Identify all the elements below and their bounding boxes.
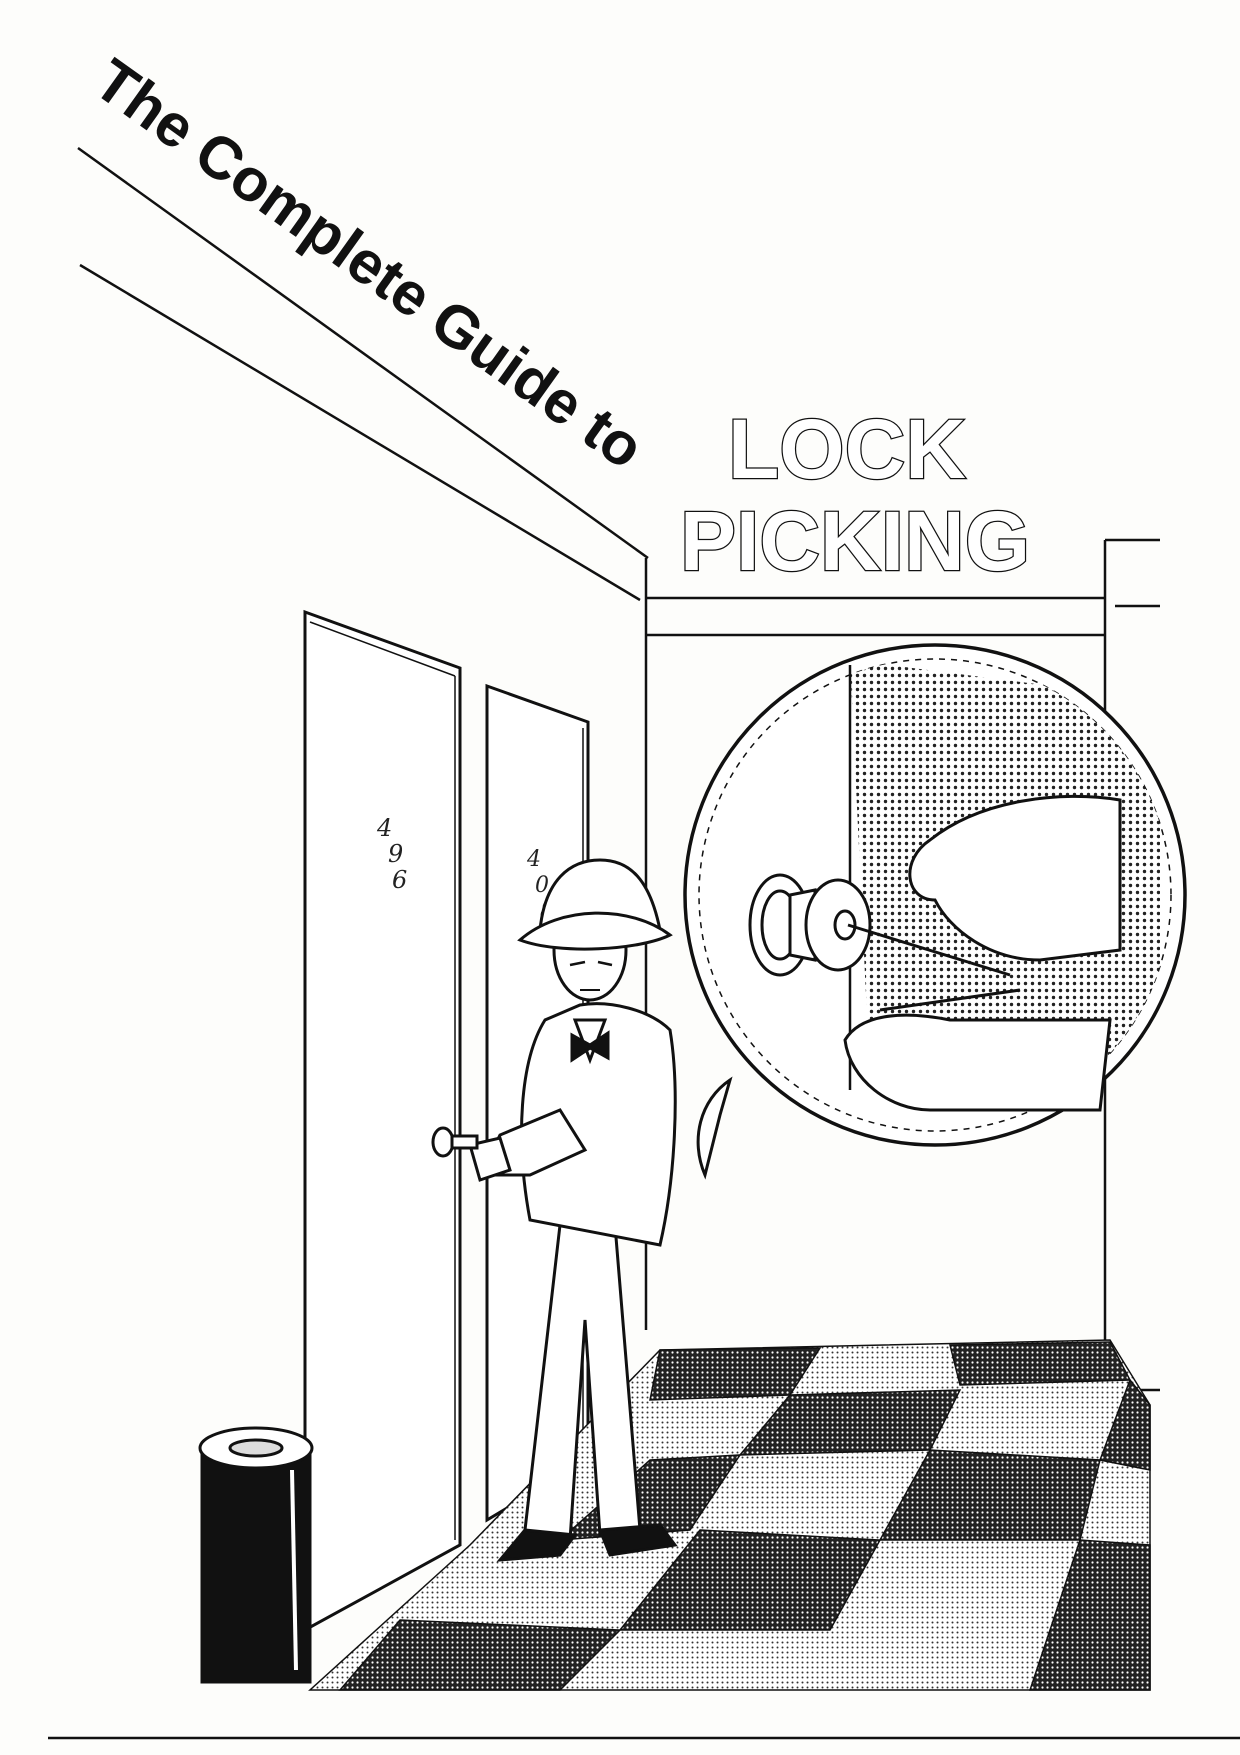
svg-text:4: 4	[376, 814, 392, 842]
ashtray-stand-icon	[198, 1426, 314, 1684]
checkered-floor	[308, 1339, 1151, 1691]
svg-text:9: 9	[388, 840, 403, 868]
door-left	[303, 609, 462, 1633]
svg-text:6: 6	[392, 866, 407, 894]
title-prefix: The Complete Guide to	[82, 46, 656, 482]
title-prefix-text: The Complete Guide to	[82, 46, 656, 482]
person-figure-icon	[431, 858, 678, 1562]
lock-closeup-bubble	[683, 643, 1187, 1180]
door-knob-icon	[748, 873, 872, 977]
title-line-picking: PICKING	[680, 494, 1030, 588]
door-left-number: 4 9 6	[376, 814, 407, 894]
svg-text:0: 0	[535, 873, 549, 898]
title-line-lock: LOCK	[728, 402, 966, 496]
svg-text:4: 4	[526, 847, 541, 872]
hand-with-pick-icon	[843, 794, 1122, 1112]
